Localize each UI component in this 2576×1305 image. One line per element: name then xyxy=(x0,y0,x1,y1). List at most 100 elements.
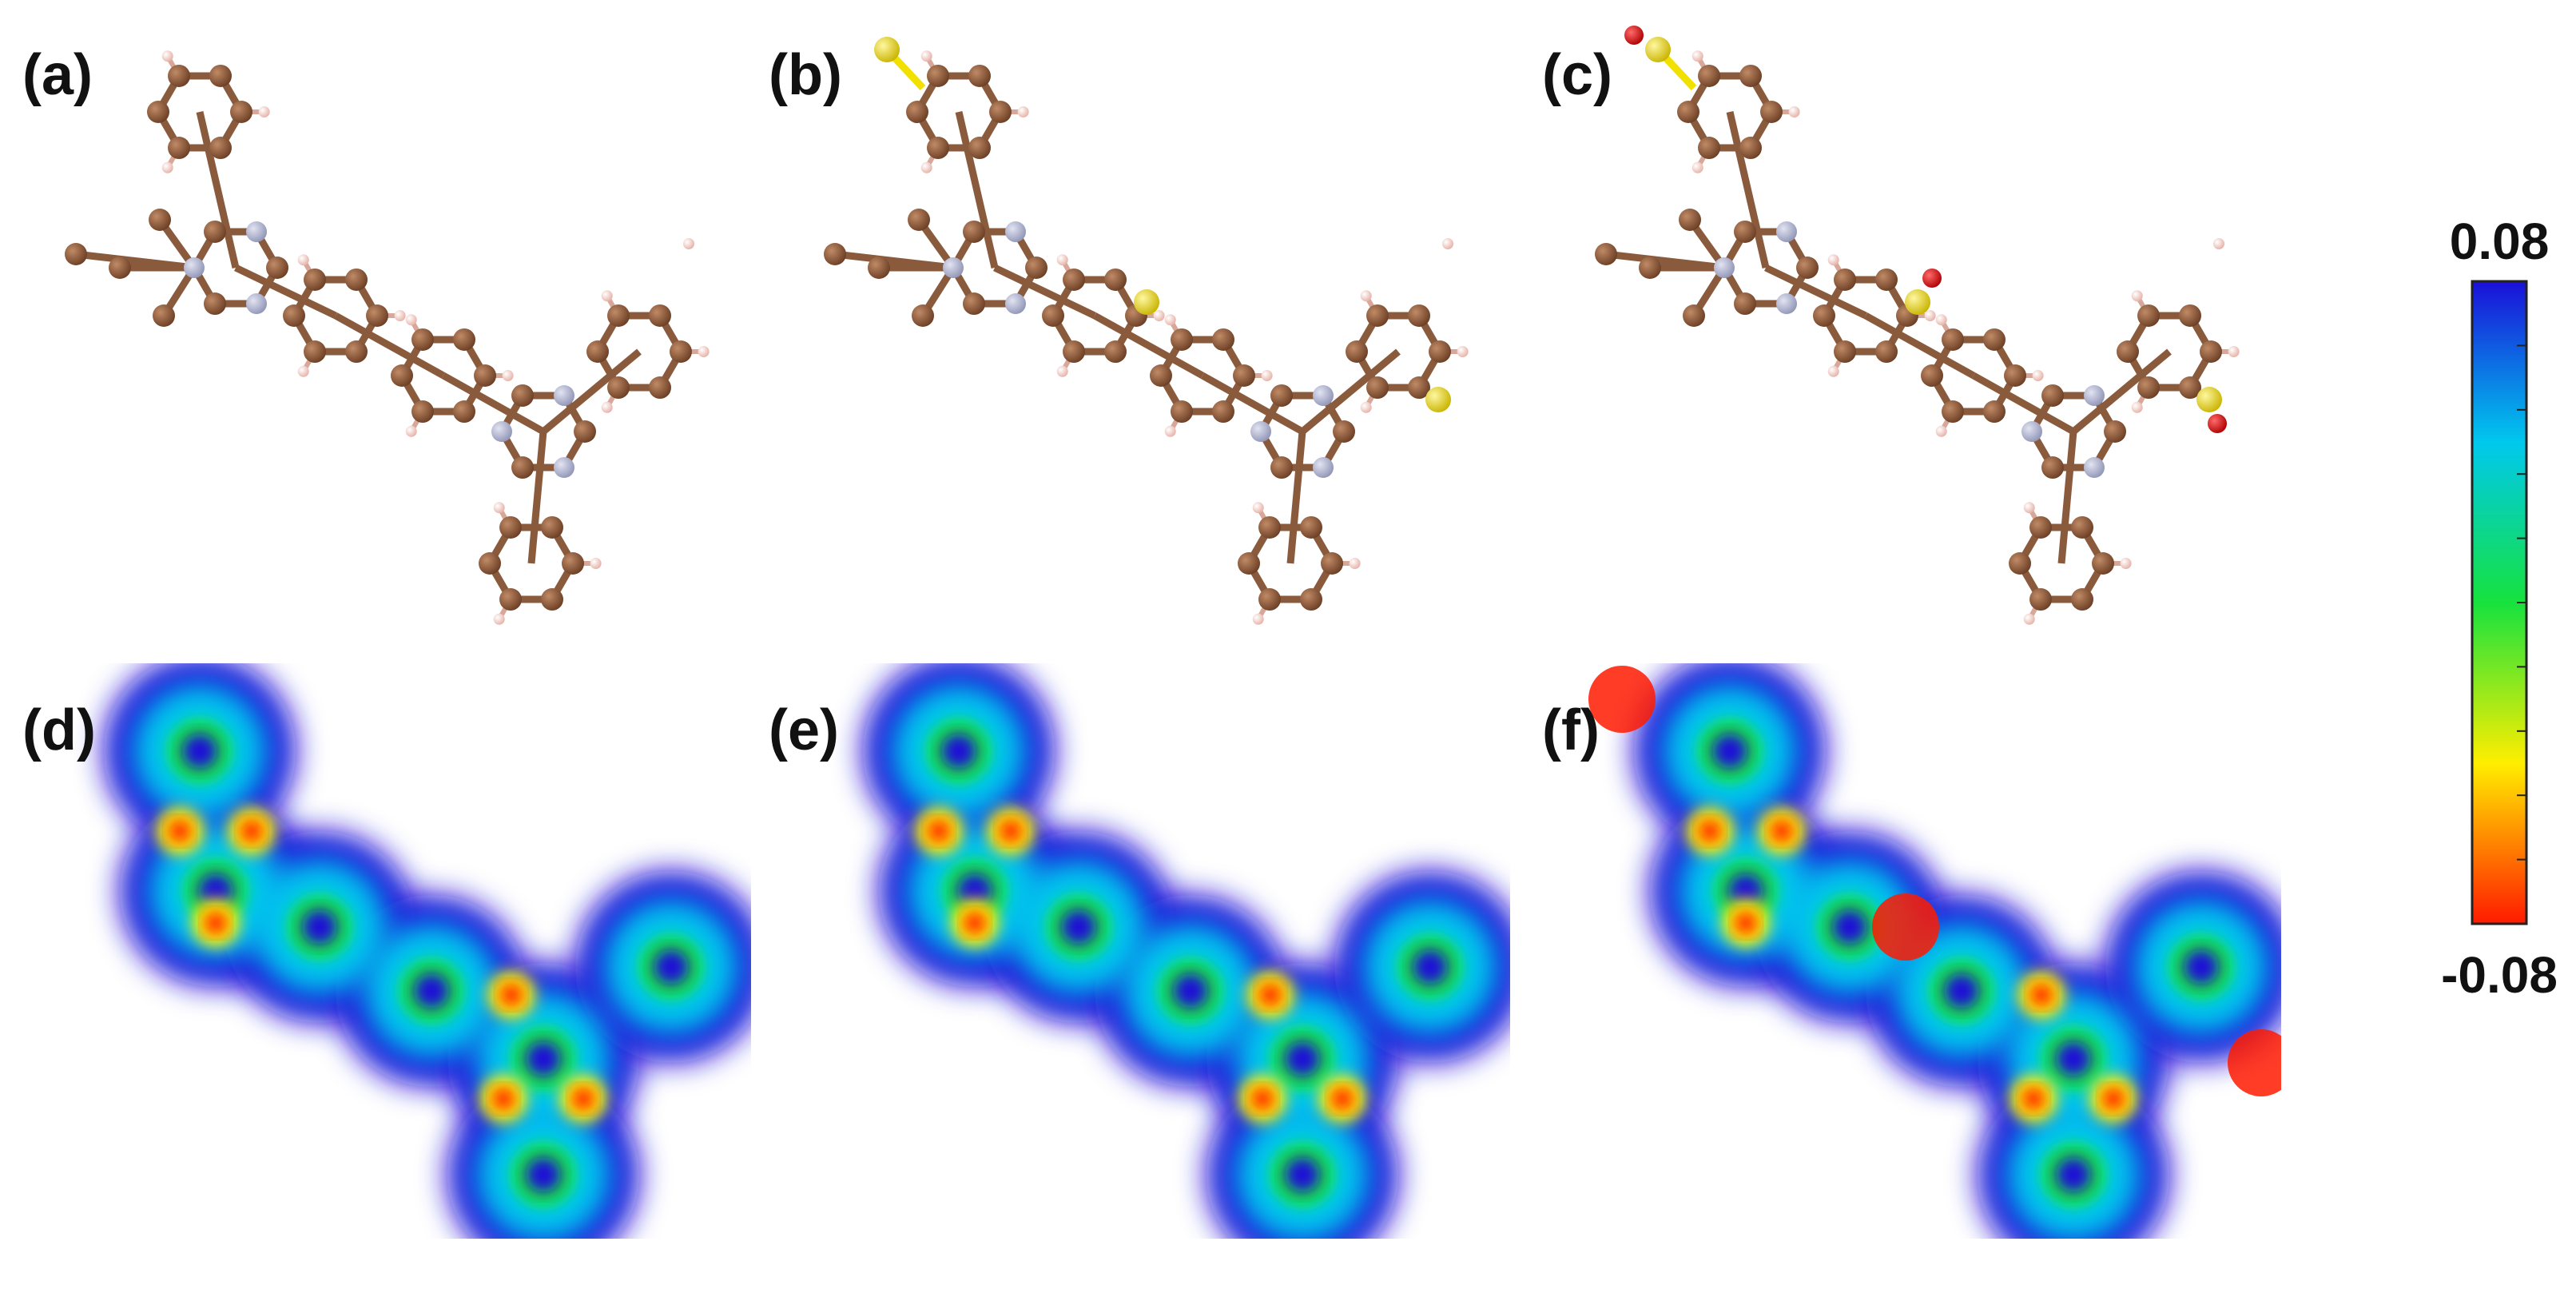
atoms xyxy=(65,50,710,625)
esp-ring-center xyxy=(1061,909,1096,945)
carbon-atom xyxy=(1639,257,1661,279)
carbon-atom xyxy=(1150,364,1172,387)
hydrogen-atom xyxy=(161,50,173,62)
carbon-atom xyxy=(1212,400,1234,424)
carbon-atom xyxy=(1595,243,1617,265)
sulfur-atom xyxy=(2196,387,2222,412)
esp-ring-center xyxy=(1712,734,1747,769)
hydrogen-atom xyxy=(1056,254,1068,266)
carbon-atom xyxy=(149,209,171,231)
carbon-atom xyxy=(391,364,413,387)
carbon-atom xyxy=(204,220,226,243)
carbon-atom xyxy=(2009,552,2031,575)
esp-ring-center xyxy=(182,734,217,769)
carbon-atom xyxy=(1942,400,1964,424)
carbon-atom xyxy=(2071,588,2093,611)
carbon-atom xyxy=(1875,340,1898,364)
carbon-atom xyxy=(824,243,846,265)
hydrogen-atom xyxy=(297,365,309,377)
carbon-atom xyxy=(65,243,87,265)
carbon-atom xyxy=(283,304,305,327)
esp-negative-region xyxy=(928,820,950,842)
carbon-atom xyxy=(562,552,584,575)
hydrogen-atom xyxy=(920,50,932,62)
esp-ring-center xyxy=(654,949,689,985)
bond xyxy=(441,372,546,435)
carbon-atom xyxy=(2041,456,2064,479)
carbon-atom xyxy=(2137,304,2160,327)
nitrogen-atom xyxy=(1005,293,1026,315)
carbon-atom xyxy=(927,64,949,87)
carbon-atom xyxy=(1042,304,1064,327)
carbon-atom xyxy=(345,340,368,364)
carbon-atom xyxy=(1677,101,1699,123)
panel-label-b: (b) xyxy=(769,43,842,107)
esp-negative-region xyxy=(205,912,227,934)
hydrogen-atom xyxy=(1924,310,1936,321)
bond xyxy=(541,348,642,435)
carbon-atom xyxy=(1171,400,1193,424)
carbon-atom xyxy=(1171,328,1193,351)
hydrogen-atom xyxy=(1017,106,1029,117)
hydrogen-atom xyxy=(1691,161,1703,173)
bond xyxy=(955,110,999,269)
hydrogen-atom xyxy=(1827,365,1839,377)
carbon-atom xyxy=(453,400,475,424)
carbon-atom xyxy=(2029,588,2052,611)
carbon-atom xyxy=(511,456,534,479)
carbon-atom xyxy=(1300,588,1322,611)
hydrogen-atom xyxy=(1457,346,1469,357)
carbon-atom xyxy=(963,292,985,316)
carbon-atom xyxy=(868,257,890,279)
hydrogen-atom xyxy=(405,314,417,326)
esp-negative-region xyxy=(2022,1088,2045,1110)
hydrogen-atom xyxy=(1153,310,1165,321)
esp-ring-center xyxy=(957,873,992,909)
carbon-atom xyxy=(908,209,930,231)
nitrogen-atom xyxy=(2021,421,2042,442)
hydrogen-atom xyxy=(2213,238,2224,249)
hydrogen-atom xyxy=(1252,613,1264,625)
molecule-panel-thiophene xyxy=(824,37,1469,625)
carbon-atom xyxy=(989,101,1012,123)
nitrogen-atom xyxy=(246,293,267,315)
hydrogen-atom xyxy=(493,502,505,514)
esp-ring-center xyxy=(302,909,337,945)
hydrogen-atom xyxy=(1691,50,1703,62)
hydrogen-atom xyxy=(1788,106,1800,117)
esp-negative-region xyxy=(1251,1088,1274,1110)
hydrogen-atom xyxy=(1164,425,1176,437)
carbon-atom xyxy=(968,64,991,87)
carbon-atom xyxy=(168,64,190,87)
hydrogen-atom xyxy=(698,346,710,357)
esp-map-sulfone xyxy=(1588,663,2281,1239)
carbon-atom xyxy=(1063,268,1085,291)
esp-negative-region xyxy=(1771,820,1793,842)
carbon-atom xyxy=(2071,515,2093,539)
carbon-atom xyxy=(1942,328,1964,351)
sulfur-atom xyxy=(874,37,900,62)
nitrogen-atom xyxy=(1776,221,1797,242)
hydrogen-atom xyxy=(2023,502,2035,514)
esp-ring-center xyxy=(941,734,976,769)
nitrogen-atom xyxy=(246,221,267,242)
carbon-atom xyxy=(574,420,596,443)
esp-negative-region xyxy=(1735,912,1757,934)
nitrogen-atom xyxy=(491,421,512,442)
carbon-atom xyxy=(153,304,175,327)
carbon-atom xyxy=(1333,420,1355,443)
carbon-atom xyxy=(963,220,985,243)
nitrogen-atom xyxy=(1776,293,1797,315)
carbon-atom xyxy=(586,340,609,363)
esp-surface xyxy=(863,663,1510,1239)
esp-ring-center xyxy=(414,973,449,1009)
carbon-atom xyxy=(1921,364,1943,387)
carbon-atom xyxy=(1408,304,1430,327)
carbon-atom xyxy=(541,588,563,611)
carbon-atom xyxy=(1321,552,1343,575)
carbon-atom xyxy=(266,257,288,279)
carbon-atom xyxy=(209,137,232,160)
nitrogen-atom xyxy=(1250,421,1271,442)
carbon-atom xyxy=(1698,137,1720,160)
hydrogen-atom xyxy=(2120,558,2132,569)
